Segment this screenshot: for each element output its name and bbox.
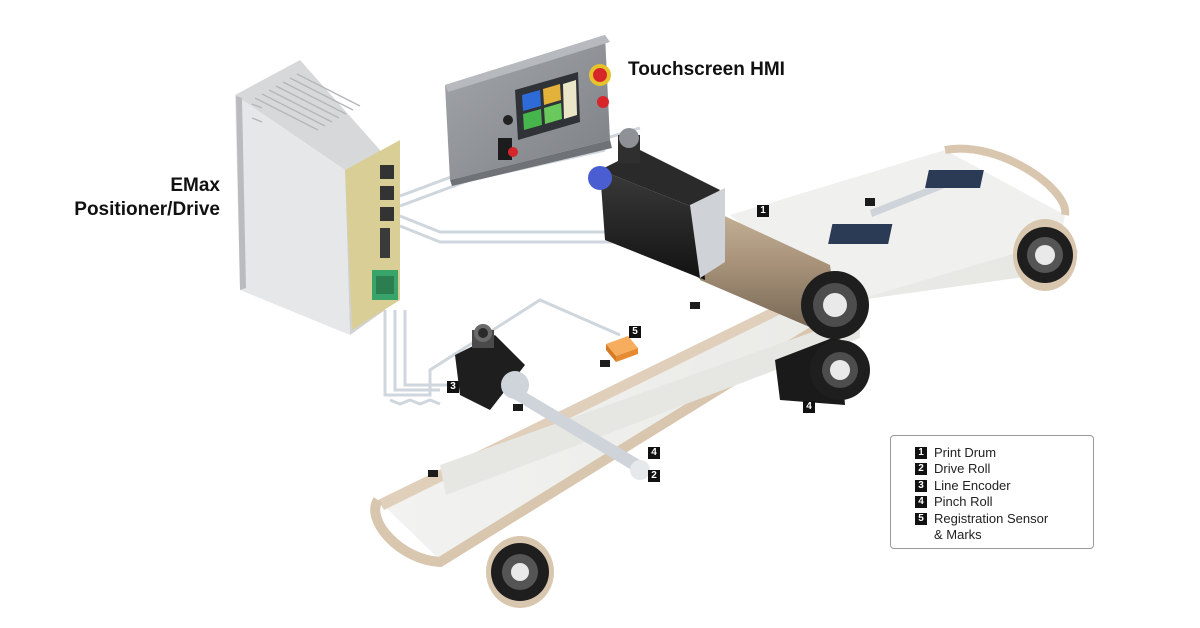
registration-sensor [606, 336, 638, 362]
legend-num: 5 [915, 512, 927, 525]
end-roller-left [486, 536, 554, 608]
legend-item: 5 Registration Sensor & Marks [915, 510, 1083, 544]
badge-pinch-roll-b: 4 [803, 401, 815, 413]
badge-registration: 5 [629, 326, 641, 338]
hmi-enclosure [445, 35, 612, 186]
legend-num: 3 [915, 479, 927, 492]
legend-num: 4 [915, 496, 927, 509]
drive-label: EMax Positioner/Drive [60, 174, 220, 222]
servo-motor [588, 128, 725, 280]
badge-print-drum: 1 [757, 205, 769, 217]
drive-label-line1: EMax [170, 175, 220, 196]
conveyor-belt [370, 250, 1078, 568]
legend-num: 2 [915, 463, 927, 476]
legend-text: Line Encoder [934, 477, 1011, 493]
badge-line-encoder: 3 [447, 381, 459, 393]
legend: 1 Print Drum 2 Drive Roll 3 Line Encoder… [890, 435, 1094, 549]
legend-item: 1 Print Drum [915, 445, 1083, 461]
legend-text: Registration Sensor [934, 510, 1049, 526]
emax-drive-unit [235, 60, 400, 335]
badge-drive-roll: 2 [648, 470, 660, 482]
pinch-roll [775, 335, 870, 405]
gear-icon [588, 166, 612, 190]
legend-item: 2 Drive Roll [915, 461, 1083, 477]
drive-label-line2: Positioner/Drive [74, 199, 220, 220]
legend-item: 3 Line Encoder [915, 477, 1083, 494]
legend-text: Print Drum [934, 445, 997, 460]
line-encoder [455, 324, 529, 410]
badge-pinch-roll-a: 4 [648, 447, 660, 459]
legend-text-cont: & Marks [934, 527, 982, 543]
legend-text: Pinch Roll [934, 494, 993, 510]
hmi-label: Touchscreen HMI [628, 59, 785, 80]
legend-item: 4 Pinch Roll [915, 494, 1083, 510]
legend-num: 1 [915, 447, 927, 459]
end-roller-right [1013, 219, 1077, 291]
drive-roll [505, 380, 650, 480]
registration-marks [428, 302, 700, 477]
legend-text: Drive Roll [934, 461, 991, 477]
